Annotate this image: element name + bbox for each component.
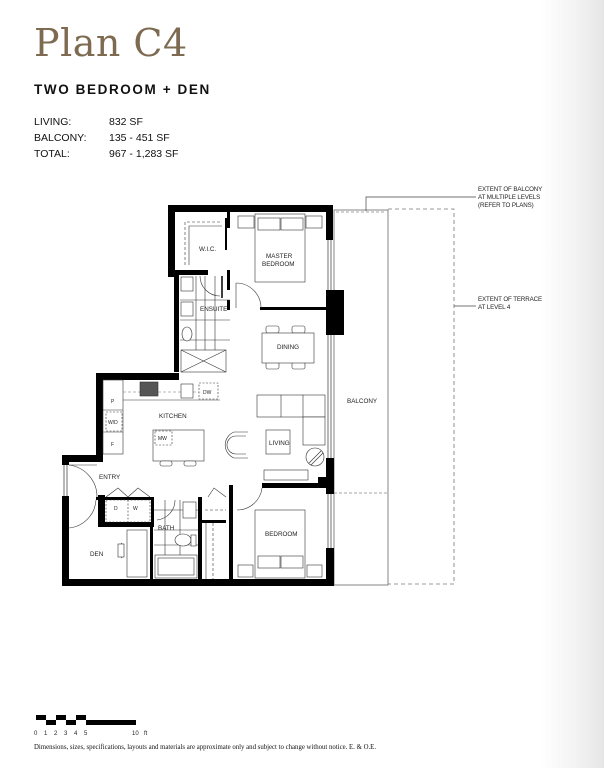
den-desk [117, 529, 148, 578]
bedroom-closet [205, 487, 227, 579]
label-bedroom: BEDROOM [265, 531, 298, 538]
room-labels: W.I.C. MASTER BEDROOM ENSUITE DINING KIT… [90, 246, 378, 558]
label-fridge: F [111, 442, 114, 448]
terrace-extent-note: EXTENT OF TERRACE AT LEVEL 4 [478, 296, 542, 312]
note-line: EXTENT OF BALCONY [478, 186, 543, 193]
dining-table [261, 325, 315, 370]
label-master-2: BEDROOM [262, 261, 295, 268]
stat-value: 832 SF [109, 116, 143, 128]
bath [154, 499, 198, 579]
wic [184, 218, 227, 265]
label-dining: DINING [277, 344, 299, 351]
area-stats: LIVING: 832 SF BALCONY: 135 - 451 SF TOT… [34, 114, 178, 162]
label-living: LIVING [269, 440, 290, 447]
scale-tick: 3 [64, 731, 68, 737]
note-line: (REFER TO PLANS) [478, 202, 534, 209]
master-bed [237, 213, 323, 283]
kitchen [102, 379, 220, 467]
walls [62, 205, 344, 586]
scale-tick: 1 [44, 731, 48, 737]
label-ensuite: ENSUITE [200, 306, 227, 313]
label-wic: W.I.C. [199, 246, 216, 253]
unit-type: TWO BEDROOM + DEN [34, 82, 211, 97]
label-pantry: P [111, 399, 115, 405]
label-dryer: D [114, 506, 118, 512]
label-kitchen: KITCHEN [159, 413, 187, 420]
scale-tick: 0 [34, 731, 38, 737]
label-bath: BATH [158, 525, 175, 532]
label-mw: MW [158, 436, 167, 442]
stat-total: TOTAL: 967 - 1,283 SF [34, 146, 178, 162]
stat-value: 135 - 451 SF [109, 132, 170, 144]
label-dw: DW [203, 390, 212, 396]
scale-tick: 2 [54, 731, 58, 737]
laundry [105, 487, 151, 523]
scale-tick: 5 [84, 731, 88, 737]
stat-label: TOTAL: [34, 148, 70, 160]
scale-tick: 10 [132, 731, 139, 737]
scale-unit: ft [144, 731, 148, 737]
ensuite [180, 275, 230, 373]
label-master-1: MASTER [266, 253, 293, 260]
scale-bar [36, 715, 136, 725]
stat-living: LIVING: 832 SF [34, 114, 178, 130]
label-den: DEN [90, 551, 104, 558]
disclaimer: Dimensions, sizes, specifications, layou… [34, 744, 377, 751]
scale-tick: 4 [74, 731, 78, 737]
balcony-extent-note: EXTENT OF BALCONY AT MULTIPLE LEVELS (RE… [478, 186, 542, 210]
plan-title: Plan C4 [34, 21, 188, 65]
balcony-outline [333, 196, 476, 586]
living [224, 394, 326, 481]
bedroom-bed [236, 487, 323, 579]
note-line: EXTENT OF TERRACE [478, 296, 543, 303]
label-washer: W [133, 506, 138, 512]
entry-door [68, 464, 98, 529]
note-line: AT LEVEL 4 [478, 304, 511, 311]
windows [63, 240, 332, 548]
label-entry: ENTRY [99, 474, 121, 481]
label-wd: W/D [108, 420, 118, 426]
label-balcony: BALCONY [347, 398, 378, 405]
stat-balcony: BALCONY: 135 - 451 SF [34, 130, 178, 146]
stat-label: BALCONY: [34, 132, 87, 144]
note-line: AT MULTIPLE LEVELS [478, 194, 541, 201]
stat-label: LIVING: [34, 116, 72, 128]
stat-value: 967 - 1,283 SF [109, 148, 179, 160]
master-door [235, 282, 262, 309]
